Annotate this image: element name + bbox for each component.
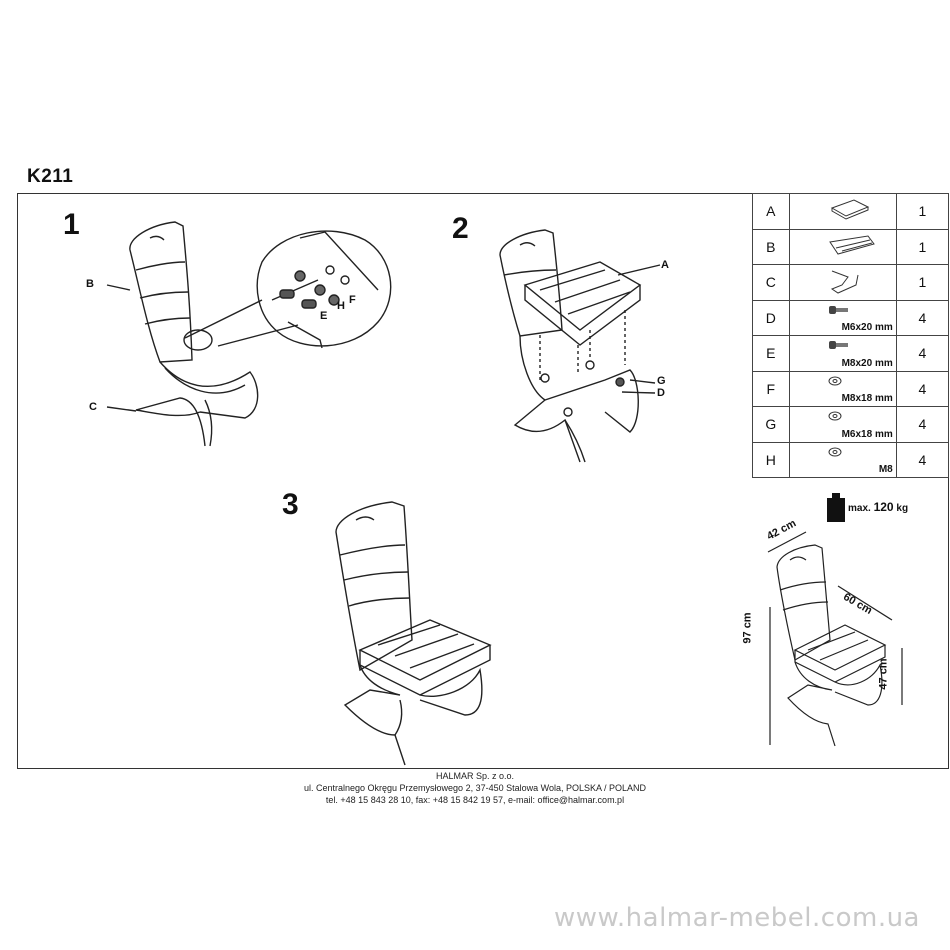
dimension-seat-height: 47 cm <box>877 658 890 690</box>
footer: HALMAR Sp. z o.o. ul. Centralnego Okręgu… <box>0 770 950 806</box>
dimension-height: 97 cm <box>741 612 754 644</box>
part-picture: M8x18 mm <box>788 370 897 407</box>
callout-e: E <box>320 310 328 322</box>
callout-h: H <box>337 300 345 312</box>
weight-icon <box>827 493 845 522</box>
bolt-icon <box>828 305 848 314</box>
part-letter: G <box>752 406 790 443</box>
step-number-1: 1 <box>63 208 80 241</box>
washer-icon <box>828 411 842 421</box>
seat-icon <box>830 199 869 220</box>
callout-a: A <box>661 259 669 271</box>
part-picture: M6x20 mm <box>788 299 897 336</box>
part-letter: H <box>752 441 790 478</box>
callout-c: C <box>89 401 97 413</box>
callout-b: B <box>86 278 94 290</box>
part-picture: M6x18 mm <box>788 406 897 443</box>
part-qty: 4 <box>895 406 950 443</box>
model-code: K211 <box>27 166 74 187</box>
max-load-value: 120 <box>873 500 894 514</box>
part-picture <box>788 228 897 265</box>
watermark: www.halmar-mebel.com.ua <box>554 903 920 933</box>
max-load-prefix: max. <box>848 503 871 514</box>
part-picture: M8x20 mm <box>788 335 897 372</box>
part-spec: M8x18 mm <box>841 393 893 404</box>
frame-icon <box>830 270 859 294</box>
callout-g: G <box>657 375 666 387</box>
max-load-unit: kg <box>896 503 909 514</box>
washer-icon <box>828 376 842 385</box>
step-number-2: 2 <box>452 212 469 245</box>
part-picture: M8 <box>788 441 897 478</box>
part-letter: D <box>752 299 790 336</box>
step-number-3: 3 <box>282 488 299 521</box>
footer-address: ul. Centralnego Okręgu Przemysłowego 2, … <box>303 783 646 793</box>
part-qty: 4 <box>895 370 950 407</box>
part-spec: M8 <box>878 464 893 475</box>
part-picture <box>788 264 897 301</box>
part-spec: M8x20 mm <box>841 357 893 369</box>
footer-company: HALMAR Sp. z o.o. <box>435 771 515 781</box>
instruction-frame <box>17 193 949 769</box>
part-spec: M6x18 mm <box>841 428 893 440</box>
part-qty: 1 <box>895 228 950 265</box>
part-qty: 1 <box>895 193 950 230</box>
max-load-label: max. 120 kg <box>848 500 908 514</box>
part-qty: 4 <box>895 441 950 478</box>
footer-contact: tel. +48 15 843 28 10, fax: +48 15 842 1… <box>325 795 625 805</box>
part-qty: 1 <box>895 264 950 301</box>
callout-d: D <box>657 387 665 399</box>
washer-icon <box>828 447 842 456</box>
part-qty: 4 <box>895 335 950 372</box>
bolt-icon <box>828 341 848 349</box>
part-spec: M6x20 mm <box>841 322 893 333</box>
backrest-icon <box>828 234 875 255</box>
callout-f: F <box>349 294 356 306</box>
